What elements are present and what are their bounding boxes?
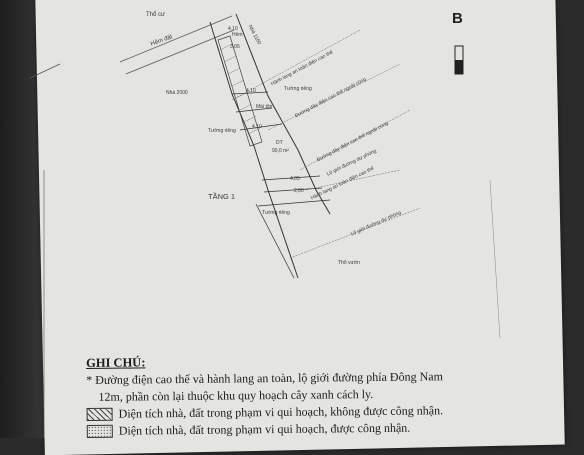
label-dt-value: 90,0 m² [272,148,289,154]
label-tuong-rieng-1: Tường riêng [284,86,312,92]
label-dt: DT [276,140,283,146]
label-nha-2000: Nhà 2000 [166,90,188,96]
hatch-swatch-icon [86,407,113,421]
dim-b: 3,05 [230,44,240,50]
label-tang-1: TẦNG 1 [208,192,236,201]
label-mai-ton: Mái tôn [256,104,273,110]
label-hem: Hẻm [232,32,243,38]
dim-f: 2,80 [294,188,304,194]
dot-swatch-icon [86,424,113,438]
legend-text-2: Diện tích nhà, đất trong phạm vi qui hoạ… [118,420,411,438]
dim-d: 4,10 [252,124,262,130]
dim-a: 4,10 [228,26,238,32]
label-tuong-rieng-3: Tường riêng [262,210,290,216]
site-plan-drawing [29,13,501,438]
compass-north-label: B [452,10,463,27]
dim-c: 4,10 [246,88,256,94]
label-tuong-rieng-2: Tường riêng [208,128,236,134]
notes-section: GHI CHÚ: * Đường điện cao thế và hành la… [86,350,567,440]
dim-e: 4,05 [290,176,300,182]
label-tho-vuon: Thổ vườn [338,260,360,266]
label-the-cu: Thổ cư [146,12,166,18]
